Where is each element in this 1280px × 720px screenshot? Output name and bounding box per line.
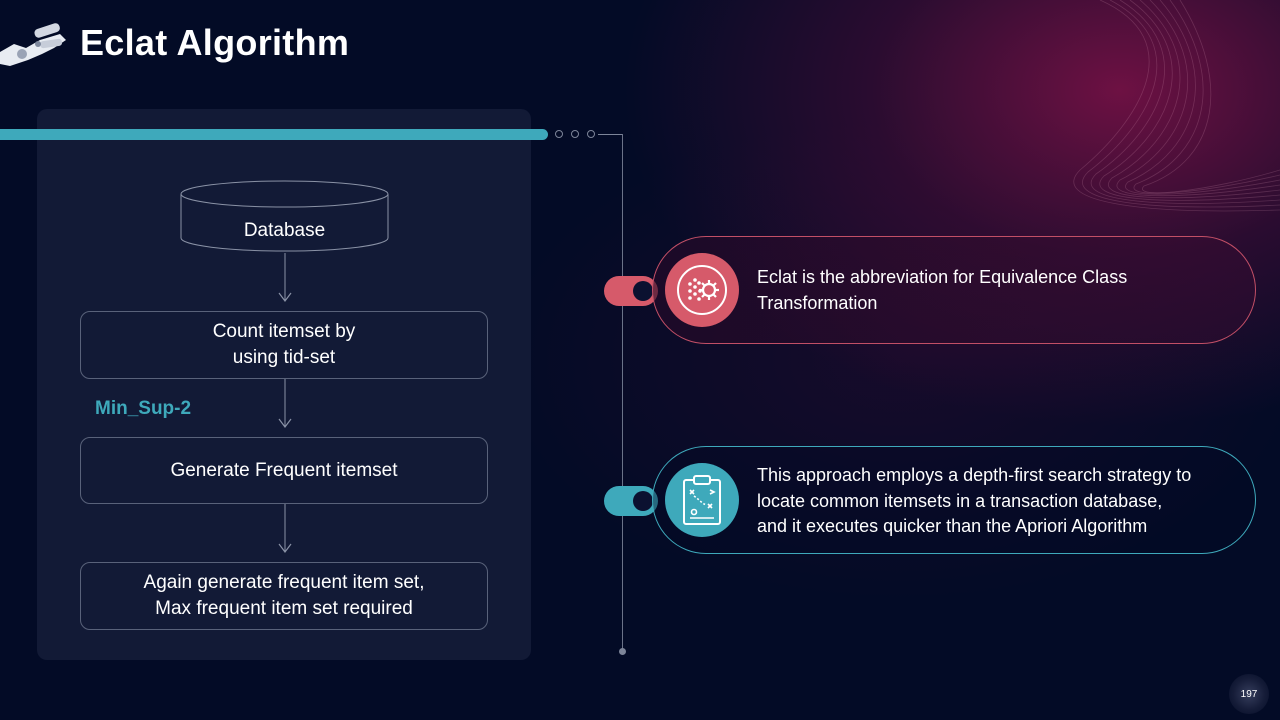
timeline-connector <box>598 134 622 135</box>
toggle-marker-pink <box>604 276 658 306</box>
flow-arrow-down-icon <box>278 504 292 553</box>
decorative-waves <box>1073 0 1280 212</box>
timeline-dot <box>571 130 579 138</box>
brain-gear-icon <box>665 253 739 327</box>
clipboard-strategy-icon <box>665 463 739 537</box>
flow-step-generate-frequent: Generate Frequent itemset <box>80 437 488 504</box>
callout-text-abbreviation: Eclat is the abbreviation for Equivalenc… <box>757 267 1128 313</box>
flow-arrow-down-icon <box>278 379 292 428</box>
database-label: Database <box>243 220 326 241</box>
timeline-line <box>622 134 623 652</box>
callout-text-depth-first: This approach employs a depth-first sear… <box>757 465 1192 536</box>
database-cylinder-icon <box>180 180 389 252</box>
toggle-marker-teal <box>604 486 658 516</box>
timeline-end-dot <box>619 648 626 655</box>
page-number: 197 <box>1229 674 1269 714</box>
accent-bar <box>0 129 548 140</box>
callout-card-depth-first <box>652 446 1256 554</box>
robot-hand-logo <box>0 23 66 66</box>
timeline-dot <box>555 130 563 138</box>
callout-card-abbreviation <box>652 236 1256 344</box>
page-title: Eclat Algorithm <box>80 22 350 63</box>
flow-step-count-itemset: Count itemset by using tid-set <box>80 311 488 379</box>
flow-arrow-down-icon <box>278 253 292 302</box>
min-support-label: Min_Sup-2 <box>95 398 192 419</box>
flow-step-max-frequent: Again generate frequent item set, Max fr… <box>80 562 488 630</box>
timeline-dot <box>587 130 595 138</box>
